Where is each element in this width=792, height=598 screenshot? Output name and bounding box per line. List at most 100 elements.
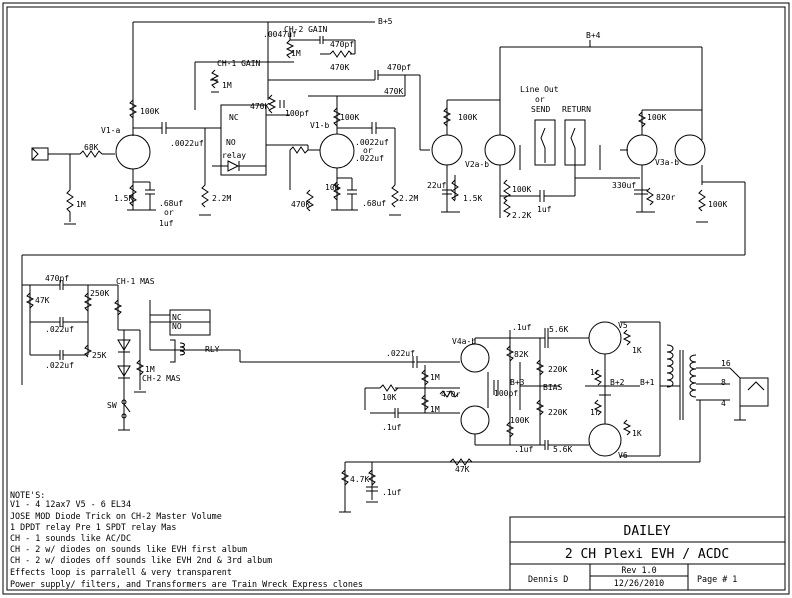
tube-v1b <box>319 133 355 169</box>
resistor-100k-v3a <box>637 111 647 128</box>
label-68uf-a: .68uf <box>159 199 183 208</box>
ch2-mas-label: CH-2 MAS <box>142 374 181 383</box>
or-label: or <box>535 95 545 104</box>
resistor-47k-c <box>449 458 473 466</box>
label-10k-a: 10K <box>325 183 340 192</box>
label-470k-d: 470K <box>291 200 310 209</box>
tube-v2ab-label: V2a-b <box>465 160 489 169</box>
label-2-2k: 2.2K <box>512 211 531 220</box>
label-250k: 250K <box>90 289 109 298</box>
label-c022-b: .022uf <box>355 154 384 163</box>
label-68uf-b: .68uf <box>362 199 386 208</box>
label-5-6k-a: 5.6K <box>549 325 568 334</box>
label-82k: 82K <box>514 350 529 359</box>
label-1-5k-a: 1.5K <box>114 194 133 203</box>
resistor-100k-v3b <box>698 189 706 212</box>
label-470pf-c: 470pf <box>45 274 69 283</box>
tube-v4a <box>460 343 490 373</box>
label-220k-b: 220K <box>548 408 567 417</box>
resistor-470k-a <box>329 50 353 58</box>
label-1uf-a: 1uf <box>159 219 174 228</box>
label-1uf-c: .1uf <box>512 323 531 332</box>
label-470r: 470r <box>441 390 460 399</box>
pi-section <box>364 328 585 450</box>
resistor-10k-a <box>332 181 342 201</box>
ch2-gain-label: CH-2 GAIN <box>284 25 328 34</box>
label-47k-a: 47K <box>35 296 50 305</box>
label-47k-c: 47K <box>455 465 470 474</box>
label-220k-a: 220K <box>548 365 567 374</box>
label-1r-b: 1r <box>590 408 600 417</box>
label-100k-v1b: 100K <box>340 113 359 122</box>
label-1m-in: 1M <box>76 200 86 209</box>
notes-tubes: V1 - 4 12ax7 V5 - 6 EL34 <box>10 499 131 509</box>
label-1k-b: 1K <box>632 429 642 438</box>
label-10k-b: 10K <box>382 393 397 402</box>
rly-label: RLY <box>205 345 220 354</box>
tube-v6 <box>588 423 622 457</box>
label-470k-b: 470K <box>384 87 403 96</box>
drawing-date: 12/26/2010 <box>614 578 664 588</box>
note-line: CH - 2 w/ diodes off sounds like EVH 2nd… <box>10 555 272 565</box>
label-470k-c: 470K <box>250 102 269 111</box>
return-label: RETURN <box>562 105 591 114</box>
label-470pf-a: 470pf <box>330 40 354 49</box>
resistor-82k <box>505 345 515 362</box>
label-100k-v1a: 100K <box>140 107 159 116</box>
resistor-100k-v2b <box>503 179 511 202</box>
label-or-b: or <box>363 146 373 155</box>
resistor-4-7k <box>340 469 350 486</box>
label-1m-ch1: 1M <box>222 81 232 90</box>
resistor-470r <box>439 390 459 398</box>
note-line: Effects loop is parralell & very transpa… <box>10 567 232 577</box>
label-5-6k-b: 5.6K <box>553 445 572 454</box>
author: Dennis D <box>528 574 568 584</box>
resistor-470k-d <box>289 146 309 154</box>
title-block-frame <box>509 516 786 591</box>
tube-v1a-label: V1-a <box>101 126 120 135</box>
label-1uf-d: .1uf <box>382 423 401 432</box>
note-line: CH - 1 sounds like AC/DC <box>10 533 131 543</box>
label-100pf: 100pf <box>285 109 309 118</box>
presence-section <box>339 400 701 513</box>
tube-v6-label: V6 <box>618 451 628 460</box>
label-022-c: .022uf <box>45 325 74 334</box>
label-1k-a: 1K <box>632 346 642 355</box>
b3-label: B+3 <box>510 378 525 387</box>
line-out-label: Line Out <box>520 85 559 94</box>
label-022-e: .022uf <box>386 349 415 358</box>
speaker-jack <box>739 377 769 407</box>
drawing-title: 2 CH Plexi EVH / ACDC <box>565 547 729 562</box>
pot-ch1-mas <box>113 299 123 316</box>
resistor-2-2m-b <box>391 184 399 208</box>
notes-block: NOTE'S: V1 - 4 12ax7 V5 - 6 EL34 JOSE MO… <box>10 490 363 589</box>
ot-primary <box>666 344 674 388</box>
fx-loop <box>519 119 601 170</box>
b5-label: B+5 <box>378 17 393 26</box>
send-label: SEND <box>531 105 550 114</box>
resistor-1k-b <box>622 419 632 436</box>
label-c0022-a: .0022uf <box>170 139 204 148</box>
pot-ch2-gain <box>285 39 295 59</box>
inner-border <box>6 6 786 591</box>
resistor-1r-b <box>593 399 603 416</box>
resistor-820r <box>646 187 654 206</box>
relay-nc-label: NC <box>229 113 239 122</box>
note-line: CH - 2 w/ diodes on sounds like EVH firs… <box>10 544 247 554</box>
tube-v1b-label: V1-b <box>310 121 329 130</box>
tube-v5-label: V5 <box>618 321 628 330</box>
label-25k: 25K <box>92 351 107 360</box>
pot-250k <box>83 292 93 312</box>
label-1m-b: 1M <box>145 365 155 374</box>
tube-v5 <box>588 321 622 355</box>
b2-label: B+2 <box>610 378 625 387</box>
v2-section <box>405 74 576 218</box>
label-c0022-b: .0022uf <box>355 138 389 147</box>
resistor-100k-b <box>505 421 515 438</box>
label-820r: 820r <box>656 193 675 202</box>
resistor-68k <box>79 150 103 158</box>
label-1m-c: 1M <box>430 373 440 382</box>
label-022-d: .022uf <box>45 361 74 370</box>
relay-label: relay <box>222 151 246 160</box>
